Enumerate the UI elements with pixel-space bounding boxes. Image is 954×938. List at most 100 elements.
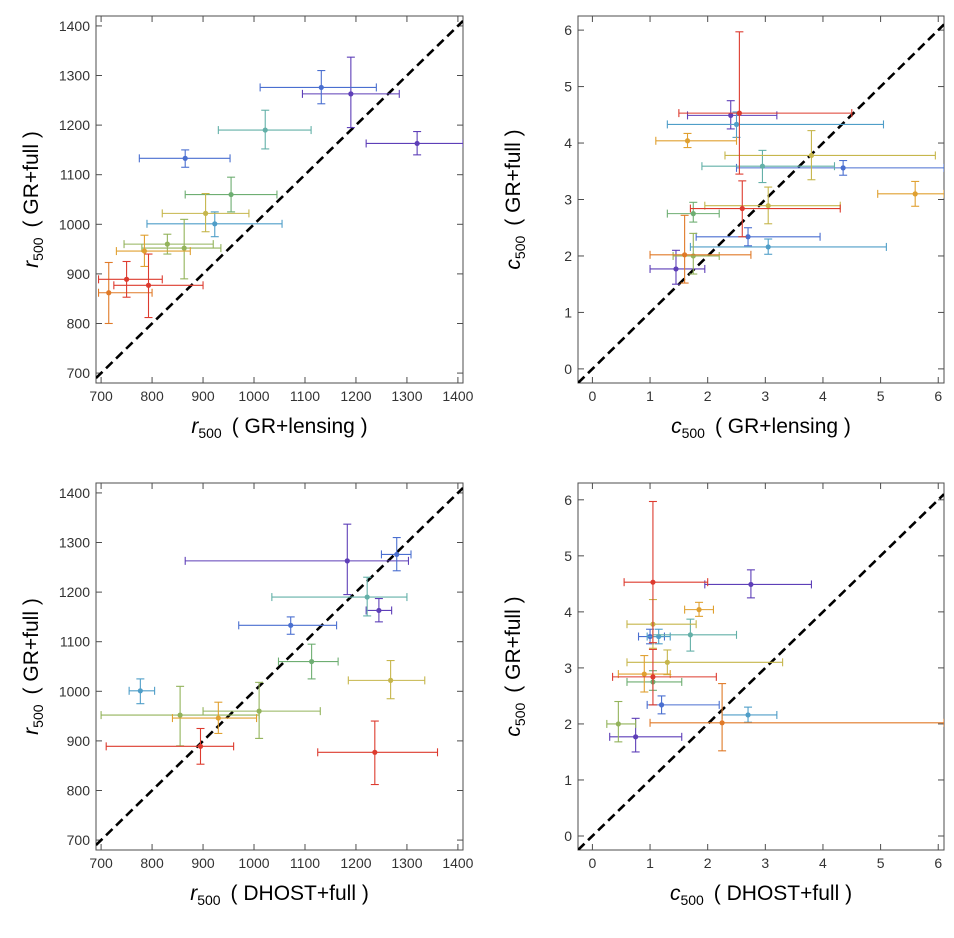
top-left-xtick-label: 900 [191,388,215,404]
bottom-left-xtick-label: 1100 [290,855,320,871]
top-right-point-marker [682,252,688,258]
bottom-left-xtick-label: 700 [89,855,113,871]
bottom-left-xtick-label: 800 [140,855,164,871]
top-right-point-marker [912,191,918,197]
top-left-point-marker [228,191,234,198]
bottom-right-frame [577,482,945,851]
top-left-data-point [113,253,204,319]
top-right-x-axis-label: c500( GR+lensing ) [671,415,851,441]
top-right-point-marker [765,244,771,250]
top-right-point-marker [759,163,766,169]
bottom-right-point-marker [748,581,754,588]
bottom-left-y-axis-label: r500( GR+full ) [20,598,46,735]
bottom-left-point-marker [215,715,221,721]
bottom-right-xtick-label: 0 [589,855,597,871]
top-left-data-point [161,192,250,233]
bottom-left-point-marker [394,551,400,558]
top-left-data-point [138,149,231,168]
top-right-point-marker [808,152,815,159]
top-left-point-marker [106,290,112,296]
top-left-xtick-label: 700 [89,388,113,404]
bottom-right-point-marker [745,712,751,718]
bottom-right-data-point [649,683,944,752]
top-right-point-marker [690,211,696,217]
bottom-right-point-marker [719,720,725,726]
bottom-left-ytick-label: 1400 [59,485,90,501]
top-left-ytick-label: 700 [67,365,91,381]
bottom-left-data-point [380,537,412,572]
top-right-ytick-label: 3 [564,192,572,208]
bottom-right-xtick-label: 1 [646,855,654,871]
top-left-point-marker [145,282,152,288]
bottom-right-point-marker [658,702,665,708]
top-left-ytick-label: 1200 [59,117,90,133]
top-right-y-axis-label: c500( GR+full ) [502,129,528,269]
bottom-left-data-point [128,678,156,705]
top-right-point-marker [745,234,751,240]
top-left-xtick-label: 1200 [340,388,371,404]
bottom-right-xtick-label: 2 [704,855,712,871]
bottom-right-data-point [606,700,637,743]
top-left-data-point [97,261,153,325]
bottom-left-data-point [202,681,321,739]
top-left-data-point [146,211,283,238]
top-right-xtick-label: 5 [877,388,885,404]
bottom-left-ytick-label: 1100 [60,634,90,650]
top-right-point-marker [736,110,742,116]
bottom-left-identity-line [96,487,463,846]
top-left-data-point [97,260,163,298]
bottom-left-point-marker [372,749,378,755]
bottom-left-xtick-label: 1300 [391,855,422,871]
bottom-right-y-axis-label: c500( GR+full ) [502,596,528,736]
bottom-left-point-marker [177,712,183,718]
bottom-left-data-point [277,643,339,680]
bottom-left-ytick-label: 700 [67,832,91,848]
bottom-right-data-point [612,648,717,706]
bottom-left-point-marker [388,677,394,683]
top-right-xtick-label: 3 [761,388,769,404]
top-right-data-point [701,149,836,184]
top-left-xtick-label: 1000 [238,388,269,404]
top-right-point-marker [739,205,745,212]
top-right-point-marker [765,203,771,209]
bottom-right-xtick-label: 3 [761,855,769,871]
top-left-point-marker [414,140,420,147]
top-left-x-axis-label: r500( GR+lensing ) [191,415,367,441]
bottom-right-ytick-label: 3 [564,660,572,676]
top-right-xtick-label: 2 [704,388,712,404]
top-left-point-marker [348,91,354,97]
top-left-xtick-label: 1100 [290,388,320,404]
bottom-right-data-point [684,601,714,617]
bottom-left-ytick-label: 1200 [59,584,90,600]
bottom-right-point-marker [687,632,693,638]
bottom-left-data-point [184,523,410,596]
top-right-data-point [724,130,936,181]
bottom-right-point-marker [696,607,702,613]
bottom-right-x-axis-label: c500( DHOST+full ) [670,882,852,908]
top-right-data-point [735,159,944,176]
top-left-point-marker [182,155,188,161]
bottom-right-point-marker [633,734,639,740]
bottom-left-data-point [105,727,235,765]
bottom-right-data-point [704,569,812,599]
top-left-data-point [184,176,278,213]
top-right-point-marker [684,138,691,144]
bottom-right-point-marker [615,721,621,727]
bottom-right-data-point [646,695,720,715]
top-right-point-marker [840,165,846,171]
top-left-y-axis-label: r500( GR+full ) [20,131,46,268]
bottom-left-point-marker [288,622,294,628]
top-right-ytick-label: 0 [564,361,572,377]
top-right-xtick-label: 1 [646,388,654,404]
bottom-left-point-marker [137,688,143,694]
bottom-left-data-point [317,720,439,786]
bottom-left-data-point [271,576,408,617]
bottom-right-xtick-label: 4 [819,855,827,871]
bottom-left-ytick-label: 1300 [59,535,90,551]
top-left-point-marker [262,127,268,133]
bottom-left-ytick-label: 900 [67,733,91,749]
top-left-ytick-label: 1100 [60,167,90,183]
bottom-right-identity-line [578,493,944,850]
